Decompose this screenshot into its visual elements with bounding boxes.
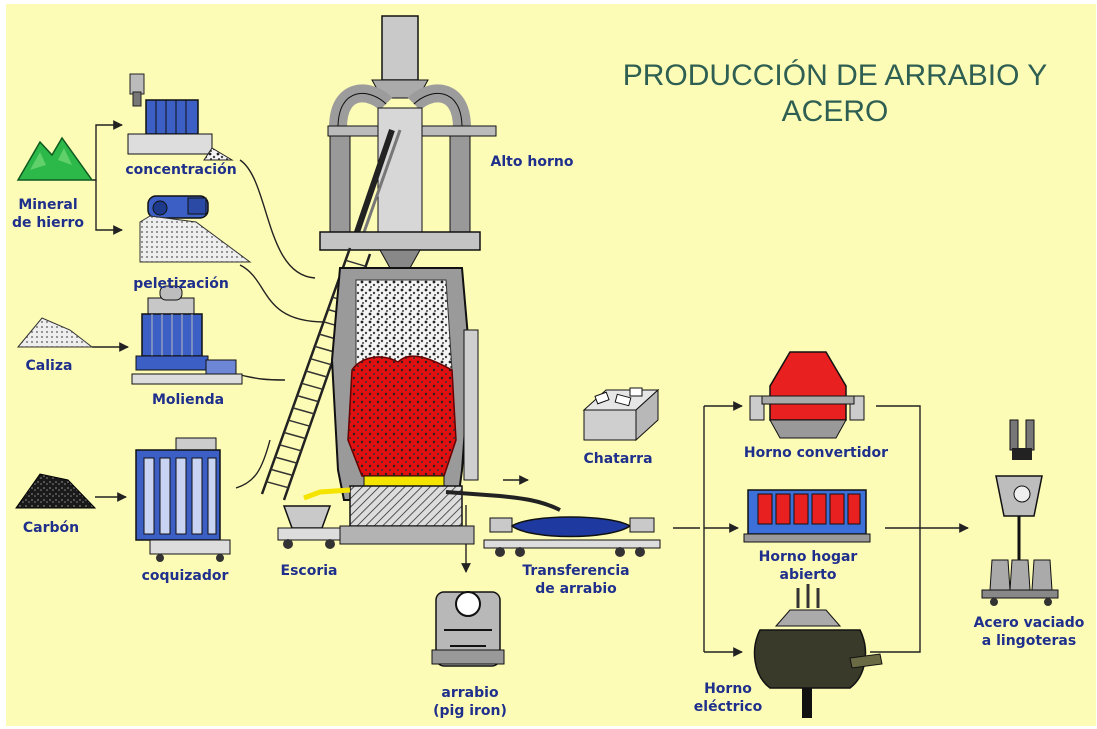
torpedo-car-icon [483,516,661,557]
label-peletizacion: peletización [133,276,229,292]
label-molienda: Molienda [151,392,225,408]
coke-oven-icon [135,437,231,562]
scrap-bin-icon [582,387,660,442]
converter-furnace-icon [749,351,865,439]
ladder-rung [283,431,306,440]
concentration-machine-icon [127,73,234,161]
pelletizer-icon [139,195,252,263]
label-mineral-de-hierro: Mineral de hierro [11,197,85,231]
blast-furnace-icon [260,15,561,545]
label-chatarra: Chatarra [583,451,653,467]
slag-car-icon [277,505,341,549]
label-transferencia-de-arrabio: Transferencia de arrabio [522,563,630,597]
coal-pile-icon [15,473,97,509]
label-horno-hogar-abierto: Horno hogar abierto [758,549,858,583]
pig-iron-ladle-icon [431,591,505,667]
label-acero-vaciado: Acero vaciado a lingoteras [973,615,1085,649]
ladder-rung [279,444,302,452]
grinding-mill-icon [131,285,243,385]
label-escoria: Escoria [280,563,338,579]
ladder-rung [345,259,366,268]
ladder-rung [266,480,289,489]
label-carbon: Carbón [22,520,80,536]
ladder-rung [296,394,319,403]
diagram-title: PRODUCCIÓN DE ARRABIO Y ACERO [622,59,1048,128]
label-concentracion: concentración [125,162,237,178]
label-caliza: Caliza [25,358,73,374]
ladder-rung [305,370,328,378]
ingot-casting-icon [981,419,1059,606]
electric-furnace-icon [753,584,883,718]
ladder-rung [288,419,311,427]
label-horno-convertidor: Horno convertidor [743,445,889,461]
limestone-pile-icon [16,317,94,348]
label-horno-electrico: Horno eléctrico [693,681,763,715]
ladder-rung [301,382,323,391]
flow-connectors [92,120,969,657]
iron-ore-pile-icon [16,136,94,181]
ladder-rung [270,468,293,477]
ladder-rung [292,407,315,415]
label-arrabio: arrabio (pig iron) [433,685,507,719]
label-coquizador: coquizador [141,568,229,584]
label-alto-horno: Alto horno [490,154,574,170]
ladder-rung [275,456,298,464]
ladder-rung [310,357,332,366]
open-hearth-furnace-icon [743,489,871,543]
